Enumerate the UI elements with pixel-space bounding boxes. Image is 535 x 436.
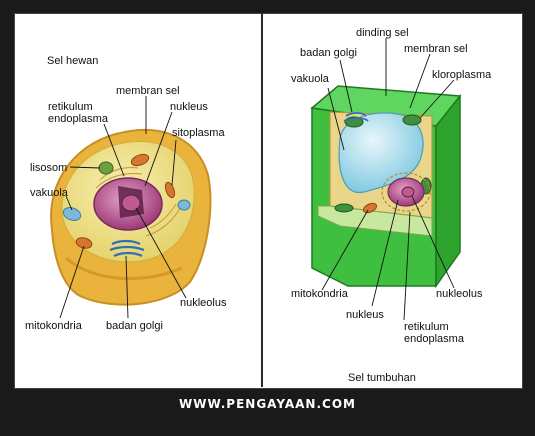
footer-watermark: WWW.PENGAYAAN.COM	[179, 397, 356, 411]
label-membran-sel-plant: membran sel	[404, 43, 468, 55]
label-vakuola-plant: vakuola	[291, 73, 330, 85]
animal-vacuole-2	[177, 199, 191, 211]
label-nukleolus: nukleolus	[180, 297, 227, 309]
plant-cell-title: Sel tumbuhan	[348, 372, 416, 384]
animal-er	[95, 166, 181, 237]
animal-nucleolus	[121, 194, 141, 212]
animal-golgi	[109, 239, 145, 258]
label-nukleus: nukleus	[170, 101, 208, 113]
label-mitokondria-plant: mitokondria	[291, 288, 349, 300]
label-retikulum: retikulum	[48, 101, 93, 113]
label-nukleus-plant: nukleus	[346, 309, 384, 321]
plant-golgi	[343, 112, 369, 122]
plant-vacuole	[338, 112, 424, 194]
animal-mitochondria	[75, 153, 176, 249]
label-sitoplasma: sitoplasma	[172, 127, 225, 139]
plant-leader-lines	[321, 38, 455, 321]
plant-mitochondria	[362, 202, 378, 214]
animal-lysosome	[98, 161, 114, 175]
label-retikulum-plant: retikulum	[404, 321, 449, 333]
label-dinding-sel: dinding sel	[356, 27, 409, 39]
plant-cell: dinding sel badan golgi membran sel vaku…	[291, 27, 492, 384]
animal-leader-lines	[59, 96, 187, 319]
plant-interior-floor	[317, 205, 433, 237]
label-nukleolus-plant: nukleolus	[436, 288, 483, 300]
animal-cell-title: Sel hewan	[47, 55, 98, 67]
plant-chloroplasts	[334, 114, 432, 213]
label-lisosom: lisosom	[30, 162, 67, 174]
plant-nucleus-er	[381, 172, 431, 212]
animal-cell-rim	[64, 256, 183, 281]
label-endoplasma: endoplasma	[48, 113, 109, 125]
label-endoplasma-plant: endoplasma	[404, 333, 465, 345]
animal-cell: Sel hewan membran sel retikulum endoplas…	[25, 55, 227, 332]
panel-divider	[261, 13, 263, 387]
label-vakuola: vakuola	[30, 187, 69, 199]
animal-vacuole	[62, 207, 82, 221]
plant-nucleolus	[401, 186, 415, 198]
label-badan-golgi: badan golgi	[106, 320, 163, 332]
label-badan-golgi-plant: badan golgi	[300, 47, 357, 59]
label-membran-sel: membran sel	[116, 85, 180, 97]
label-kloroplasma: kloroplasma	[432, 69, 492, 81]
label-mitokondria: mitokondria	[25, 320, 83, 332]
